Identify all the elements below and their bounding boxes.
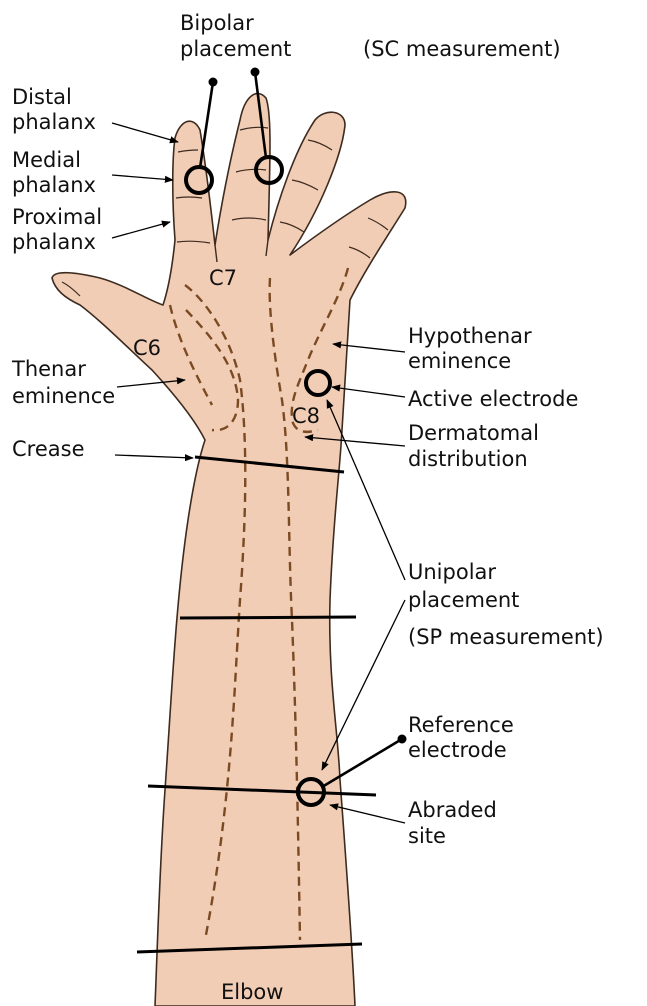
label-proximal-2: phalanx: [12, 230, 96, 254]
label-c7: C7: [209, 266, 237, 290]
label-hypothenar-1: Hypothenar: [408, 324, 532, 348]
label-thenar-2: eminence: [12, 384, 115, 408]
label-unipolar-1: Unipolar: [408, 560, 496, 584]
label-medial-1: Medial: [12, 148, 81, 172]
label-abraded-2: site: [408, 824, 446, 848]
label-hypothenar-2: eminence: [408, 349, 511, 373]
label-elbow: Elbow: [221, 980, 283, 1004]
label-active-electrode: Active electrode: [408, 387, 578, 411]
label-unipolar-2: placement: [408, 588, 519, 612]
label-thenar-1: Thenar: [11, 357, 86, 381]
label-dermatomal-2: distribution: [408, 447, 528, 471]
label-c6: C6: [133, 336, 161, 360]
label-dermatomal-1: Dermatomal: [408, 421, 539, 445]
arm-outline: [52, 94, 406, 1006]
label-medial-2: phalanx: [12, 173, 96, 197]
label-bipolar-1: Bipolar: [180, 11, 254, 35]
label-reference-1: Reference: [408, 713, 514, 737]
label-distal-1: Distal: [12, 85, 72, 109]
label-reference-2: electrode: [408, 738, 507, 762]
label-sc-measurement: (SC measurement): [363, 37, 561, 61]
label-bipolar-2: placement: [180, 37, 291, 61]
label-distal-2: phalanx: [12, 110, 96, 134]
label-sp-measurement: (SP measurement): [408, 625, 604, 649]
label-c8: C8: [292, 404, 320, 428]
label-proximal-1: Proximal: [12, 205, 102, 229]
label-abraded-1: Abraded: [408, 798, 497, 822]
label-crease: Crease: [12, 437, 85, 461]
